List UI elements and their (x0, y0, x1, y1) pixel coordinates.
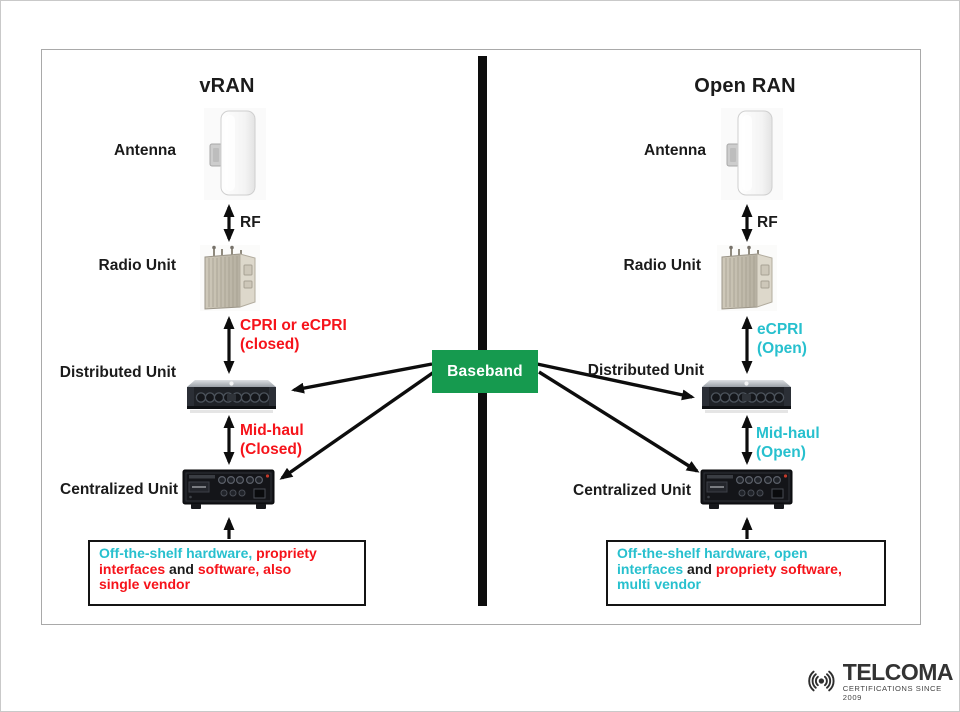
radio-unit-label-left: Radio Unit (98, 257, 177, 274)
distributed-unit-label-left: Distributed Unit (59, 364, 176, 381)
midhaul-label-right: Mid-haul (Open) (756, 425, 820, 461)
rack-appliance-image (182, 469, 275, 509)
column-title-vran: vRAN (199, 75, 255, 97)
logo-brand: TELCOMA (842, 658, 954, 685)
rack-appliance-image (700, 469, 793, 509)
diagram-frame (41, 49, 921, 625)
centralized-unit-label-left: Centralized Unit (60, 481, 178, 498)
midhaul-label-left: Mid-haul (Closed) (240, 422, 304, 458)
baseband-label: Baseband (447, 362, 523, 380)
radio-unit-label-right: Radio Unit (623, 257, 702, 274)
rack-server-image (702, 380, 791, 413)
centralized-unit-label-right: Centralized Unit (573, 482, 691, 499)
radio-unit-image (200, 245, 260, 311)
fronthaul-label-right: eCPRI (Open) (757, 321, 807, 357)
rf-label-left: RF (240, 214, 261, 231)
radio-waves-icon (808, 670, 835, 692)
rack-server-image (187, 380, 276, 413)
panel-antenna-image (721, 108, 783, 200)
fronthaul-label-left: CPRI or eCPRI (closed) (240, 317, 347, 353)
distributed-unit-label-right: Distributed Unit (587, 362, 704, 379)
panel-antenna-image (204, 108, 266, 200)
radio-unit-image (717, 245, 777, 311)
antenna-label-left: Antenna (114, 142, 176, 159)
logo-text: TELCOMA CERTIFICATIONS SINCE 2009 (842, 658, 954, 702)
column-title-openran: Open RAN (694, 75, 796, 97)
telcoma-logo: TELCOMA CERTIFICATIONS SINCE 2009 (803, 658, 954, 702)
rf-label-right: RF (757, 214, 778, 231)
antenna-label-right: Antenna (644, 142, 706, 159)
baseband-box: Baseband (432, 350, 538, 393)
logo-tagline: CERTIFICATIONS SINCE 2009 (842, 683, 942, 702)
center-divider (478, 56, 487, 606)
